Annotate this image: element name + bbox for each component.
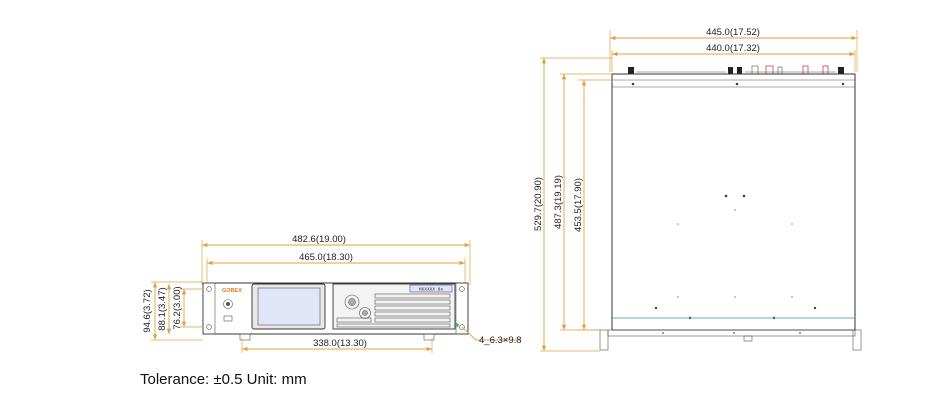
power-knob-center-icon: [226, 302, 230, 306]
top-view: 445.0(17.52) 440.0(17.32): [533, 27, 862, 352]
encoder-knob-icon: [344, 294, 360, 310]
mount-hole-icon: [206, 286, 212, 292]
front-panel-edge: [607, 329, 856, 337]
encoder-knob-center-icon: [362, 310, 368, 316]
left-rack-ear: [202, 282, 216, 335]
usb-port-icon: [223, 315, 233, 322]
dim-label-top-overall-width: 445.0(17.52): [706, 27, 760, 38]
front-logo: GOBEX: [222, 288, 242, 294]
dim-label-foot-spacing: 338.0(13.30): [313, 338, 367, 349]
mount-hole-icon: [206, 324, 212, 330]
front-foot-right: [423, 333, 435, 341]
dim-label-mount-hole: 4_6.3×9.8: [479, 335, 522, 346]
left-handle: [599, 329, 609, 351]
encoder-knob-center-icon: [348, 298, 356, 306]
mount-hole-icon: [459, 324, 465, 330]
dim-label-front-mount-height: 76.2(3.00): [172, 286, 183, 329]
dim-label-front-body-width: 465.0(18.30): [299, 252, 353, 263]
dim-label-front-overall-height: 94.6(3.72): [142, 289, 153, 332]
encoder-knob-icon: [359, 307, 371, 319]
button-rows: [336, 293, 451, 328]
callout-leader: [461, 326, 477, 341]
rear-connectors: [628, 65, 844, 75]
mount-hole-icon: [459, 286, 465, 292]
lcd-screen: [257, 287, 321, 326]
power-knob-icon: [223, 299, 233, 309]
dim-label-top-body-width: 440.0(17.32): [706, 43, 760, 54]
right-rack-ear: [455, 282, 469, 335]
tolerance-note: Tolerance: ±0.5 Unit: mm: [140, 371, 307, 388]
dim-label-top-body-depth: 487.3(19.19): [553, 175, 564, 229]
status-display: [409, 284, 453, 293]
right-handle: [852, 329, 862, 351]
dim-label-front-body-height: 88.1(3.47): [157, 287, 168, 330]
front-foot-left: [239, 333, 251, 341]
dim-label-top-overall-depth: 529.7(20.90): [533, 177, 544, 231]
top-chassis: [611, 73, 856, 331]
status-led-icon: [455, 323, 459, 327]
dim-label-front-overall-width: 482.6(19.00): [292, 234, 346, 245]
dim-label-top-inner-depth: 453.5(17.90): [573, 178, 584, 232]
status-display-text: HXXXXX 8x: [419, 287, 444, 293]
front-view: 482.6(19.00) 465.0(18.30) GOBEX HXXXXX 8…: [142, 234, 522, 353]
